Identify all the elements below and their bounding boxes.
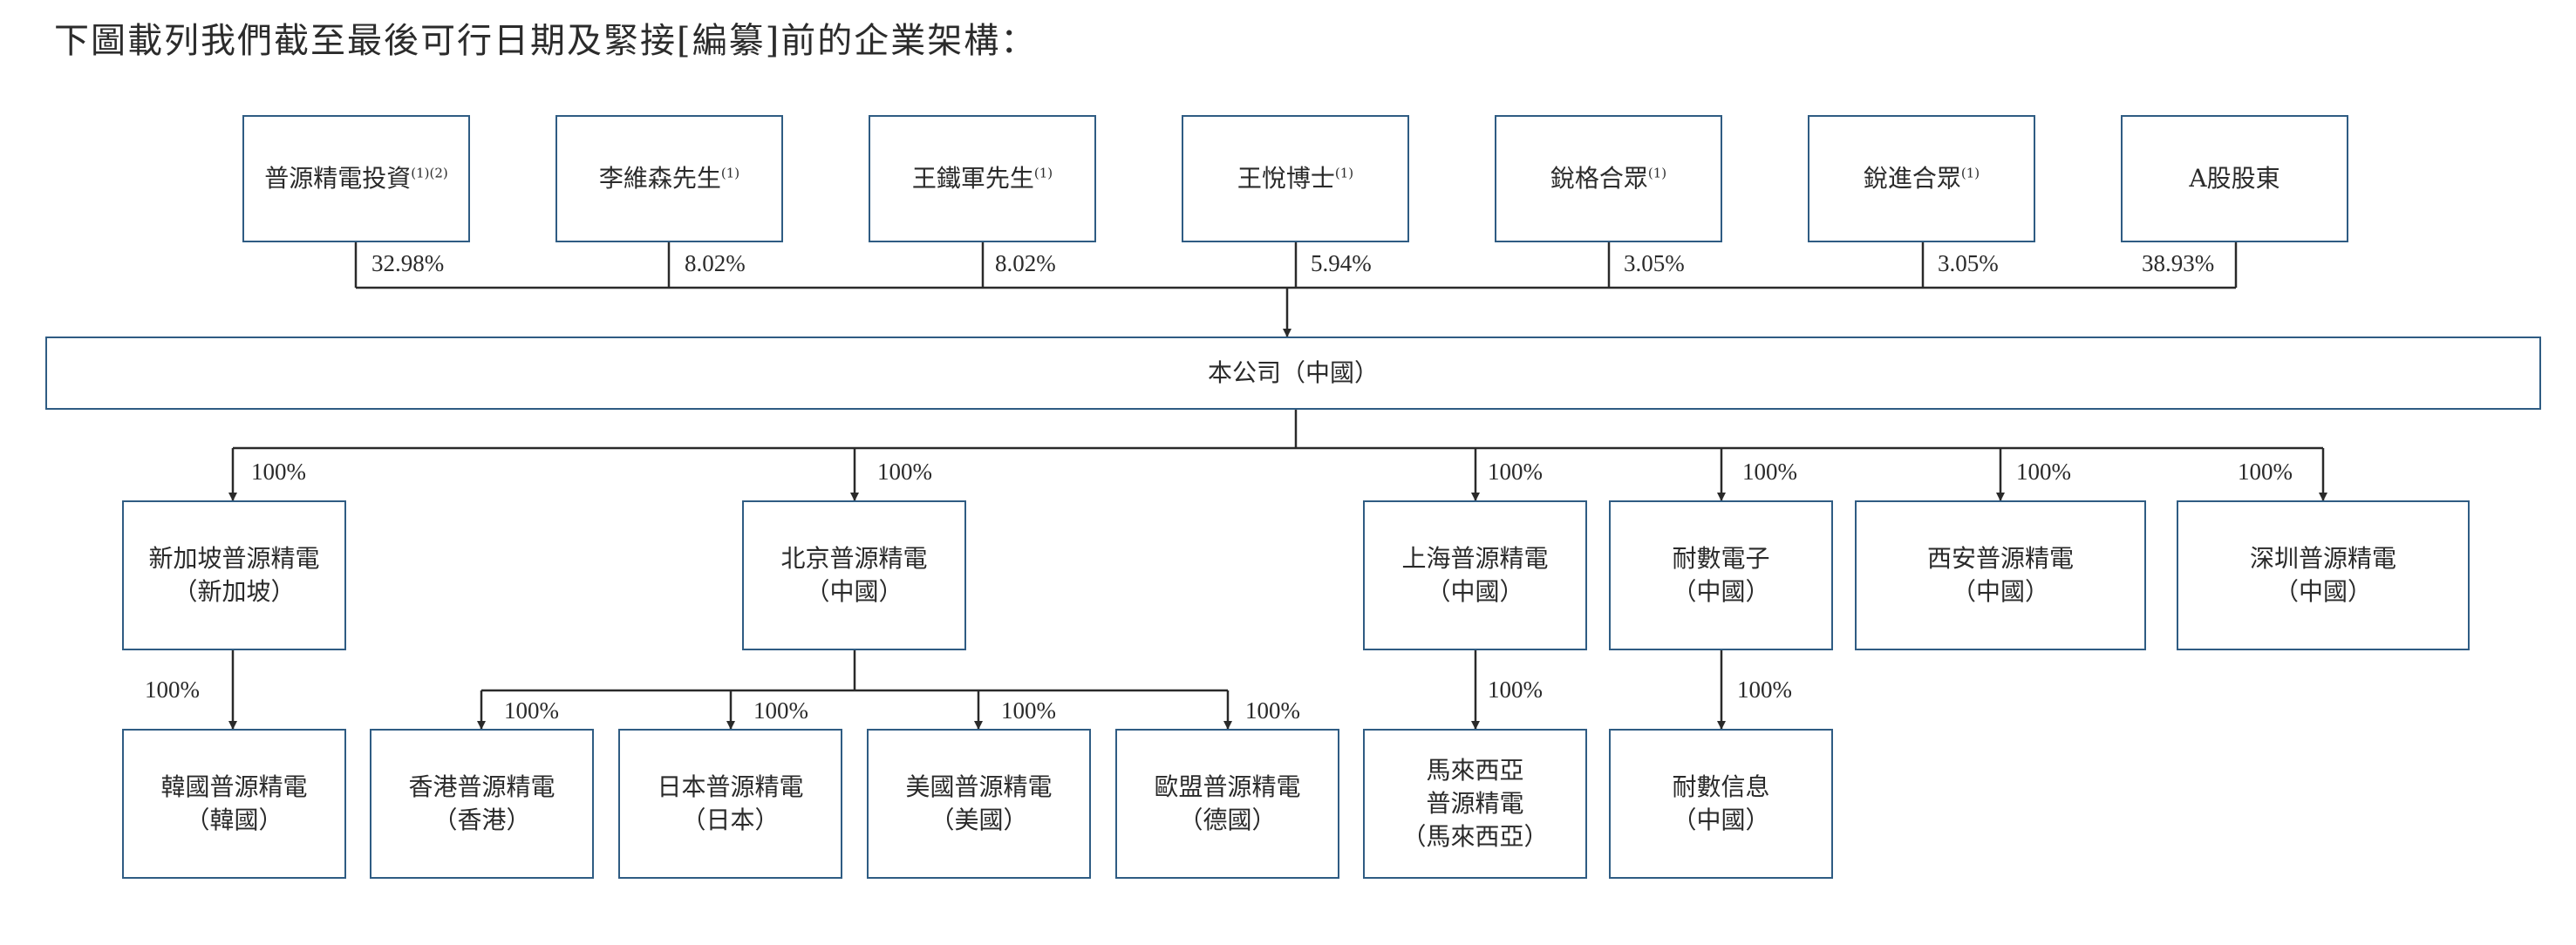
subsidiary-box-usa: 美國普源精電（美國） [867,729,1091,879]
subsidiary-box-naishu-info: 耐數信息（中國） [1609,729,1833,879]
subsidiary-box-singapore: 新加坡普源精電（新加坡） [122,500,346,650]
subsidiary-box-japan: 日本普源精電（日本） [618,729,842,879]
shareholder-box-ruige: 銳格合眾(1) [1495,115,1722,242]
shareholder-box-a-shares: A股股東 [2121,115,2348,242]
subsidiary-pct-2: 100% [1488,459,1543,485]
subsidiary-box-naishu-electronics: 耐數電子（中國） [1609,500,1833,650]
subsidiary-box-hongkong: 香港普源精電（香港） [370,729,594,879]
level3-pct-usa: 100% [1001,697,1056,724]
shareholder-box-wang-yue: 王悅博士(1) [1182,115,1409,242]
level3-pct-malaysia: 100% [1488,676,1543,703]
level3-pct-korea: 100% [145,676,200,703]
shareholder-box-wang-tiejun: 王鐵軍先生(1) [869,115,1096,242]
subsidiary-pct-4: 100% [2016,459,2071,485]
subsidiary-box-xian: 西安普源精電（中國） [1855,500,2146,650]
subsidiary-box-beijing: 北京普源精電（中國） [742,500,966,650]
shareholder-box-ruijin: 銳進合眾(1) [1808,115,2035,242]
shareholder-box-puyuan-investment: 普源精電投資(1)(2) [242,115,470,242]
shareholding-pct-5: 3.05% [1938,250,1999,276]
subsidiary-pct-0: 100% [251,459,306,485]
subsidiary-box-korea: 韓國普源精電（韓國） [122,729,346,879]
shareholding-pct-1: 8.02% [685,250,746,276]
subsidiary-pct-3: 100% [1742,459,1797,485]
shareholding-pct-6: 38.93% [2142,250,2215,276]
level3-pct-naishu-info: 100% [1737,676,1792,703]
shareholding-pct-3: 5.94% [1311,250,1372,276]
level3-pct-japan: 100% [753,697,808,724]
subsidiary-box-eu: 歐盟普源精電（德國） [1115,729,1339,879]
page-title: 下圖載列我們截至最後可行日期及緊接[編纂]前的企業架構： [54,21,1038,61]
subsidiary-box-malaysia: 馬來西亞普源精電（馬來西亞） [1363,729,1587,879]
company-box: 本公司（中國） [45,337,2541,410]
shareholding-pct-2: 8.02% [995,250,1056,276]
subsidiary-pct-5: 100% [2238,459,2293,485]
subsidiary-pct-1: 100% [877,459,932,485]
shareholding-pct-0: 32.98% [371,250,445,276]
shareholding-pct-4: 3.05% [1624,250,1685,276]
subsidiary-box-shenzhen: 深圳普源精電（中國） [2177,500,2470,650]
level3-pct-eu: 100% [1245,697,1300,724]
level3-pct-hongkong: 100% [504,697,559,724]
subsidiary-box-shanghai: 上海普源精電（中國） [1363,500,1587,650]
shareholder-box-li-weisen: 李維森先生(1) [555,115,783,242]
